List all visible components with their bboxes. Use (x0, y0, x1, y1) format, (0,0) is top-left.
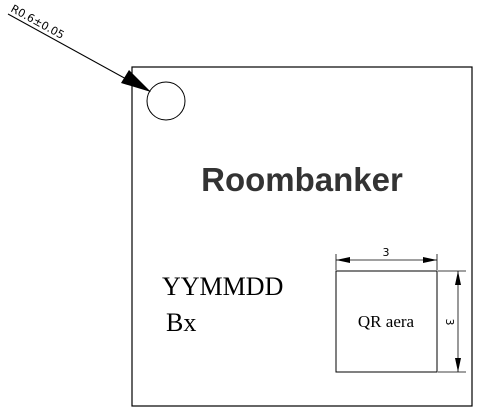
qr-width-dimension-text: 3 (383, 246, 390, 259)
batch-code-text: Bx (166, 308, 196, 337)
qr-height-dimension (438, 270, 466, 373)
qr-area-label: QR aera (358, 312, 415, 331)
qr-height-dimension-text: 3 (443, 319, 456, 326)
qr-area-box (335, 270, 438, 373)
qr-width-dimension (335, 254, 438, 270)
radius-callout-text: R0.6±0.05 (9, 2, 67, 42)
radius-leader-arrowhead (121, 70, 151, 92)
brand-text: Roombanker (201, 161, 403, 198)
radius-leader-line (7, 13, 129, 81)
date-code-text: YYMMDD (162, 272, 283, 301)
corner-hole-circle (146, 81, 186, 121)
label-outline (131, 66, 473, 407)
